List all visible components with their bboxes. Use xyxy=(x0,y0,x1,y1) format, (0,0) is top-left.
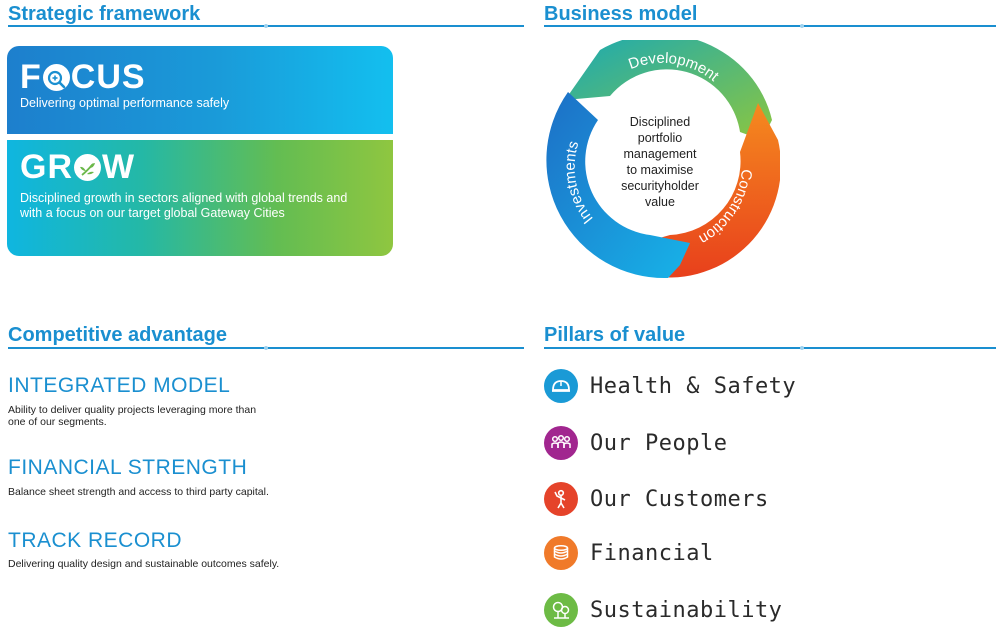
grow-heading-start: GR xyxy=(20,148,73,186)
pillar-label: Our Customers xyxy=(590,486,769,512)
pillars-of-value-rule xyxy=(544,347,996,349)
cycle-segment-investments xyxy=(546,92,690,279)
focus-heading-end: CUS xyxy=(70,58,146,96)
focus-description: Delivering optimal performance safely xyxy=(20,96,230,110)
grow-description: Disciplined growth in sectors aligned wi… xyxy=(20,191,348,220)
pillar-sustainability: Sustainability xyxy=(544,592,782,628)
pillar-financial: Financial xyxy=(544,535,714,571)
pillar-label: Our People xyxy=(590,430,728,456)
focus-heading: F CUS xyxy=(20,59,146,95)
cycle-center xyxy=(596,96,724,224)
cycle-segment-construction xyxy=(635,103,780,278)
advantage-title-track-record: TRACK RECORD xyxy=(8,529,183,552)
rule-dot xyxy=(264,24,268,28)
competitive-advantage-title: Competitive advantage xyxy=(8,324,227,346)
customer-icon xyxy=(544,482,578,516)
advantage-desc-financial: Balance sheet strength and access to thi… xyxy=(8,486,269,498)
grow-card: GR W Disciplined growth in sectors align… xyxy=(7,140,393,256)
pillar-label: Health & Safety xyxy=(590,373,797,399)
center-text-line: portfolio xyxy=(638,131,683,145)
advantage-title-integrated: INTEGRATED MODEL xyxy=(8,374,231,397)
strategic-framework-title: Strategic framework xyxy=(8,3,201,25)
magnifier-icon xyxy=(42,63,70,91)
advantage-desc-integrated: Ability to deliver quality projects leve… xyxy=(8,404,257,428)
business-model-title: Business model xyxy=(544,3,698,25)
focus-card: F CUS Delivering optimal performance saf… xyxy=(7,46,393,134)
pillar-health-safety: Health & Safety xyxy=(544,368,796,404)
center-text-line: securityholder xyxy=(621,179,699,193)
business-model-rule xyxy=(544,25,996,27)
coins-icon xyxy=(544,536,578,570)
pillar-our-people: Our People xyxy=(544,425,727,461)
rule-dot xyxy=(800,24,804,28)
pillar-label: Financial xyxy=(590,540,714,566)
focus-heading-start: F xyxy=(20,58,42,96)
center-text-line: Disciplined xyxy=(630,115,690,129)
cycle-segment-development xyxy=(565,40,772,140)
advantage-title-financial: FINANCIAL STRENGTH xyxy=(8,456,248,479)
hard-hat-icon xyxy=(544,369,578,403)
sprout-icon xyxy=(74,153,101,181)
center-text-line: to maximise xyxy=(627,163,694,177)
grow-heading-end: W xyxy=(102,148,136,186)
center-text-line: value xyxy=(645,195,675,209)
pillar-our-customers: Our Customers xyxy=(544,481,769,517)
rule-dot xyxy=(800,346,804,350)
business-model-cycle: Development Construction Investments Dis… xyxy=(546,40,780,279)
people-icon xyxy=(544,426,578,460)
pillars-of-value-title: Pillars of value xyxy=(544,324,686,346)
trees-icon xyxy=(544,593,578,627)
grow-heading: GR W xyxy=(20,149,135,185)
center-text-line: management xyxy=(624,147,697,161)
pillar-label: Sustainability xyxy=(590,597,783,623)
advantage-desc-track-record: Delivering quality design and sustainabl… xyxy=(8,558,280,570)
rule-dot xyxy=(264,346,268,350)
